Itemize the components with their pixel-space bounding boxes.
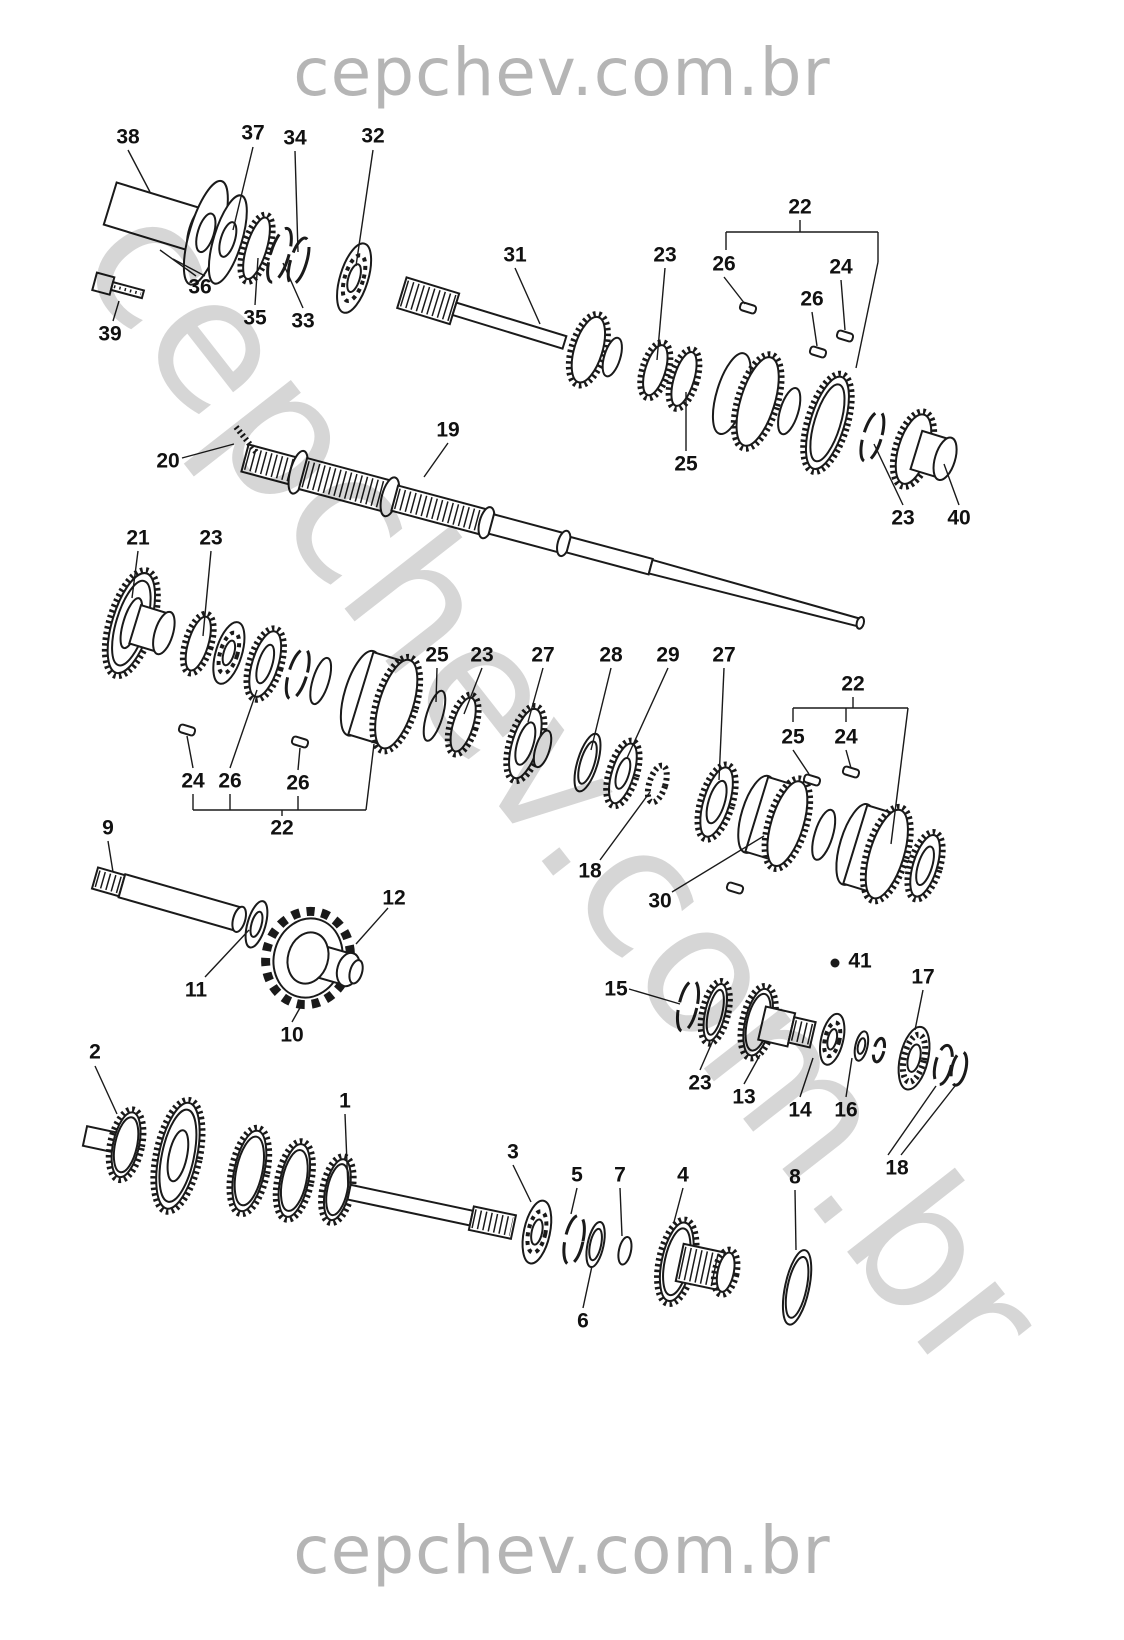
watermark-bottom: cepchev.com.br [293,1512,831,1589]
watermark-top: cepchev.com.br [293,34,831,111]
